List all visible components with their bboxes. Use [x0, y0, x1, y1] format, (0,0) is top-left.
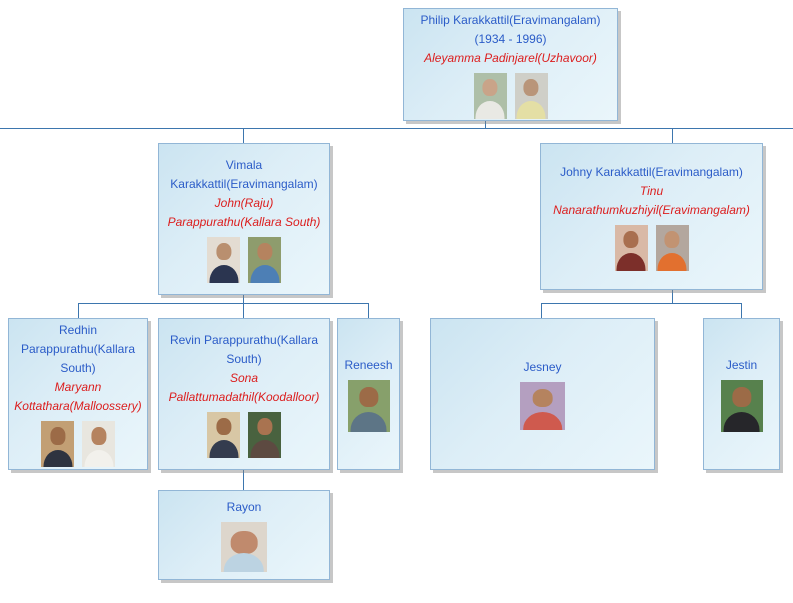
connector-vimala-children-horizontal — [78, 303, 369, 304]
person-card-johny[interactable]: Johny Karakkattil(Eravimangalam) Tinu Na… — [540, 143, 763, 290]
photo-reneesh — [347, 380, 390, 432]
person-name: Rayon — [226, 500, 262, 514]
connector-johny-down — [672, 290, 673, 304]
person-name: Redhin Parappurathu(Kallara South) — [20, 323, 136, 375]
photo-revin — [207, 411, 240, 458]
photo-jestin — [720, 380, 763, 432]
connector-vimala-up — [243, 128, 244, 143]
photo-tinu — [655, 224, 689, 271]
photo-row — [473, 72, 548, 119]
person-name: Jesney — [523, 360, 562, 374]
photo-row — [221, 522, 267, 572]
spouse-name: Maryann Kottathara(Malloossery) — [14, 380, 142, 413]
connector-jesney-up — [541, 303, 542, 318]
connector-reneesh-up — [368, 303, 369, 318]
photo-row — [347, 380, 390, 432]
photo-aleyamma — [514, 72, 548, 119]
photo-row — [720, 380, 763, 432]
person-card-philip[interactable]: Philip Karakkattil(Eravimangalam) (1934 … — [403, 8, 618, 121]
spouse-name: Sona Pallattumadathil(Koodalloor) — [168, 370, 320, 404]
person-name: Vimala Karakkattil(Eravimangalam) — [170, 157, 318, 191]
connector-gen1-horizontal — [0, 128, 793, 129]
photo-row — [614, 224, 689, 271]
photo-philip — [473, 72, 507, 119]
photo-maryann — [82, 421, 115, 467]
connector-revin-down — [243, 470, 244, 490]
spouse-name: Tinu Nanarathumkuzhiyil(Eravimangalam) — [553, 183, 750, 217]
connector-revin-up — [243, 303, 244, 318]
person-card-jestin[interactable]: Jestin — [703, 318, 780, 470]
photo-sona — [248, 411, 281, 458]
person-card-vimala[interactable]: Vimala Karakkattil(Eravimangalam) John(R… — [158, 143, 330, 295]
person-name: Johny Karakkattil(Eravimangalam) — [560, 164, 743, 179]
connector-redhin-up — [78, 303, 79, 318]
spouse-name: Aleyamma Padinjarel(Uzhavoor) — [424, 50, 597, 65]
person-card-rayon[interactable]: Rayon — [158, 490, 330, 580]
person-card-jesney[interactable]: Jesney — [430, 318, 655, 470]
connector-johny-children-horizontal — [541, 303, 742, 304]
photo-redhin — [41, 421, 74, 467]
photo-jesney — [520, 382, 565, 430]
photo-row — [207, 411, 281, 458]
person-card-reneesh[interactable]: Reneesh — [337, 318, 400, 470]
spouse-name: John(Raju) Parappurathu(Kallara South) — [167, 195, 321, 229]
photo-rayon — [221, 522, 267, 572]
person-card-revin[interactable]: Revin Parappurathu(Kallara South) Sona P… — [158, 318, 330, 470]
connector-johny-up — [672, 128, 673, 143]
photo-row — [41, 421, 115, 467]
person-name: Philip Karakkattil(Eravimangalam) — [420, 12, 601, 27]
photo-row — [207, 236, 281, 283]
connector-vimala-down — [243, 295, 244, 304]
photo-johny — [614, 224, 648, 271]
photo-row — [520, 382, 565, 430]
photo-vimala — [207, 236, 240, 283]
connector-jestin-up — [741, 303, 742, 318]
person-years: (1934 - 1996) — [474, 31, 547, 46]
photo-john — [248, 236, 281, 283]
connector-philip-down — [485, 121, 486, 129]
person-name: Reneesh — [344, 358, 393, 372]
person-name: Jestin — [725, 358, 758, 372]
person-name: Revin Parappurathu(Kallara South) — [169, 332, 319, 366]
person-card-redhin[interactable]: Redhin Parappurathu(Kallara South) Marya… — [8, 318, 148, 470]
